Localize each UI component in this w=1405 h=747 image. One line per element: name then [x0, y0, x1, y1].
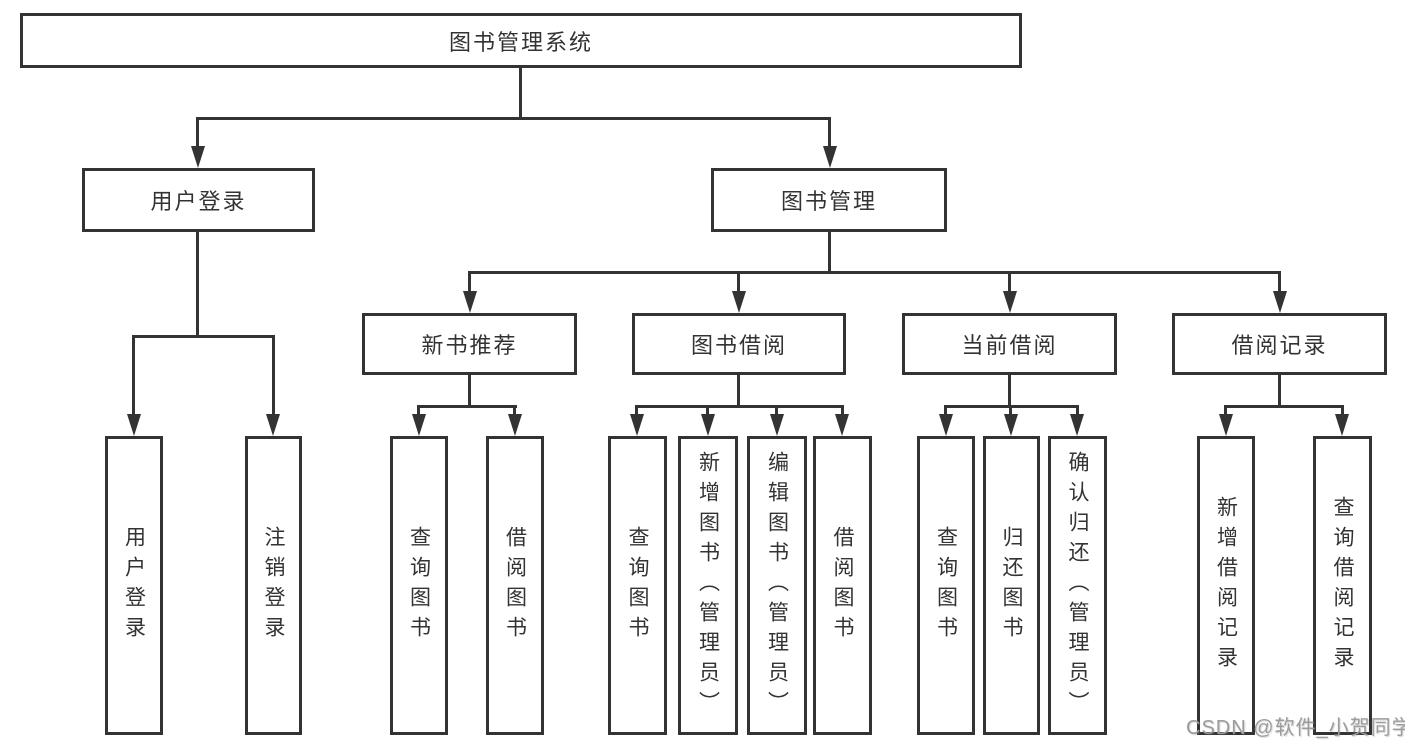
leaf-record-add-record-label: 新增借阅记录 [1214, 495, 1238, 676]
arrow-down-icon [732, 291, 746, 313]
leaf-borrow-query-book-label: 查询图书 [626, 525, 649, 646]
leaf-record-add-record: 新增借阅记录 [1197, 436, 1255, 735]
connector [775, 405, 778, 416]
node-book-borrow-label: 图书借阅 [690, 333, 787, 358]
leaf-current-return-book-label: 归还图书 [1000, 525, 1023, 646]
connector [272, 335, 275, 416]
leaf-borrow-borrow-book: 借阅图书 [813, 436, 872, 735]
arrow-down-icon [191, 146, 205, 168]
node-book-management-label: 图书管理 [780, 189, 877, 214]
node-borrow-record-label: 借阅记录 [1231, 333, 1328, 358]
connector [132, 335, 275, 338]
node-user-login-label: 用户登录 [150, 189, 247, 214]
leaf-newbook-borrow-book: 借阅图书 [486, 436, 544, 735]
node-current-borrow: 当前借阅 [902, 313, 1117, 375]
leaf-current-query-book: 查询图书 [917, 436, 975, 735]
arrow-down-icon [1219, 414, 1233, 436]
watermark-text: CSDN @软件_小贺同学 [1186, 717, 1405, 739]
arrow-down-icon [1070, 414, 1084, 436]
leaf-newbook-borrow-book-label: 借阅图书 [503, 525, 527, 646]
leaf-user-login: 用户登录 [105, 436, 163, 735]
arrow-down-icon [770, 414, 784, 436]
connector [1008, 375, 1011, 408]
connector [132, 335, 135, 416]
arrow-down-icon [463, 291, 477, 313]
arrow-down-icon [1335, 414, 1349, 436]
node-book-management: 图书管理 [711, 168, 947, 232]
leaf-newbook-query-book-label: 查询图书 [407, 525, 431, 646]
leaf-user-login-label: 用户登录 [122, 525, 146, 646]
connector [706, 405, 709, 416]
connector [196, 232, 199, 338]
leaf-record-query-record: 查询借阅记录 [1313, 436, 1372, 735]
leaf-record-query-record-label: 查询借阅记录 [1331, 495, 1354, 676]
connector [1278, 271, 1281, 293]
arrow-down-icon [1003, 291, 1017, 313]
connector [519, 68, 522, 119]
node-book-borrow: 图书借阅 [632, 313, 846, 375]
arrow-down-icon [127, 414, 141, 436]
leaf-current-confirm-return-admin: 确认归还（管理员） [1048, 436, 1107, 735]
connector [635, 405, 844, 408]
leaf-borrow-add-book-admin-label: 新增图书（管理员） [696, 450, 720, 721]
connector [1341, 405, 1344, 416]
connector [1008, 271, 1011, 293]
connector [196, 117, 831, 120]
arrow-down-icon [835, 414, 849, 436]
arrow-down-icon [823, 146, 837, 168]
leaf-current-query-book-label: 查询图书 [934, 525, 958, 646]
connector [1224, 405, 1227, 416]
arrow-down-icon [701, 414, 715, 436]
arrow-down-icon [1004, 414, 1018, 436]
leaf-borrow-edit-book-admin: 编辑图书（管理员） [747, 436, 807, 735]
arrow-down-icon [412, 414, 426, 436]
connector [1076, 405, 1079, 416]
node-root: 图书管理系统 [20, 13, 1022, 68]
leaf-logout: 注销登录 [245, 436, 302, 735]
connector [1278, 375, 1281, 408]
connector [737, 271, 740, 293]
node-new-book-recommend: 新书推荐 [362, 313, 577, 375]
node-current-borrow-label: 当前借阅 [961, 333, 1058, 358]
connector [1224, 405, 1344, 408]
leaf-borrow-edit-book-admin-label: 编辑图书（管理员） [765, 450, 789, 721]
connector [417, 405, 517, 408]
arrow-down-icon [630, 414, 644, 436]
arrow-down-icon [939, 414, 953, 436]
arrow-down-icon [508, 414, 522, 436]
arrow-down-icon [1273, 291, 1287, 313]
node-new-book-recommend-label: 新书推荐 [421, 333, 518, 358]
connector [468, 271, 1281, 274]
connector [635, 405, 638, 416]
connector [468, 375, 471, 408]
connector [196, 117, 199, 148]
connector [841, 405, 844, 416]
connector [944, 405, 947, 416]
node-borrow-record: 借阅记录 [1172, 313, 1387, 375]
leaf-borrow-borrow-book-label: 借阅图书 [831, 525, 854, 646]
leaf-logout-label: 注销登录 [262, 525, 285, 646]
connector [828, 117, 831, 148]
leaf-current-return-book: 归还图书 [983, 436, 1040, 735]
connector [417, 405, 420, 416]
connector [468, 271, 471, 293]
leaf-borrow-add-book-admin: 新增图书（管理员） [678, 436, 738, 735]
arrow-down-icon [266, 414, 280, 436]
connector [828, 232, 831, 274]
node-user-login: 用户登录 [82, 168, 315, 232]
leaf-borrow-query-book: 查询图书 [608, 436, 667, 735]
connector [1009, 405, 1012, 416]
leaf-newbook-query-book: 查询图书 [390, 436, 448, 735]
connector [513, 405, 516, 416]
connector [737, 375, 740, 408]
node-root-label: 图书管理系统 [448, 29, 593, 55]
leaf-current-confirm-return-admin-label: 确认归还（管理员） [1066, 450, 1089, 721]
